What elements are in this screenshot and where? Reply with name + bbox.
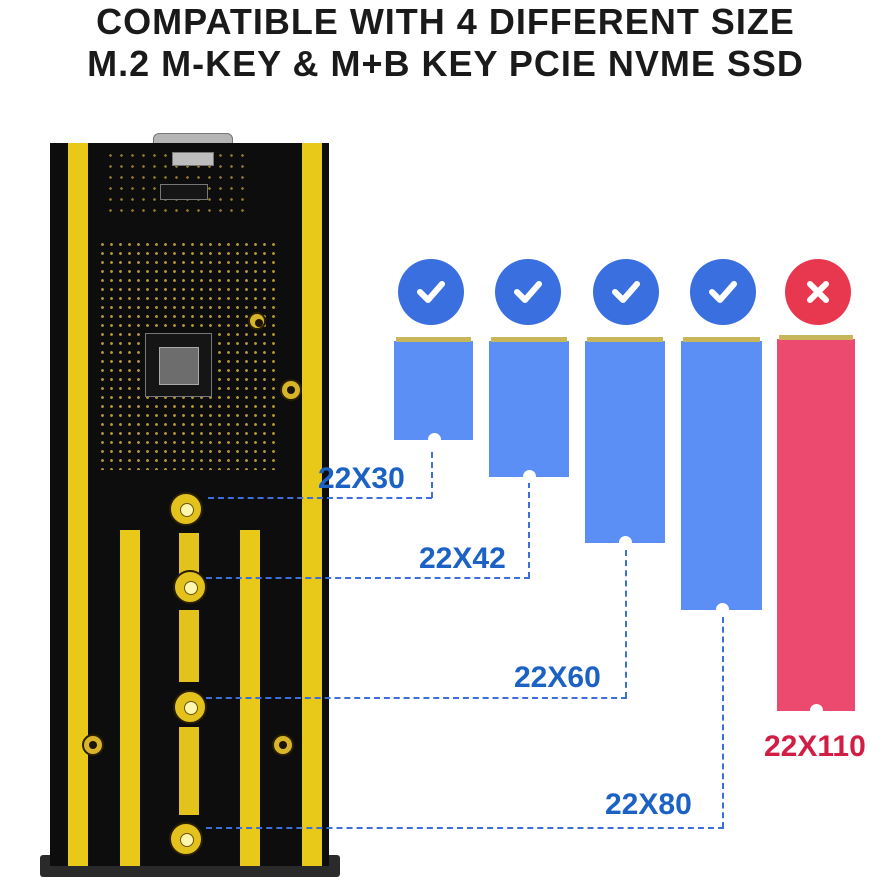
ssd-card-22x30 [394, 337, 473, 446]
card-notch [523, 470, 536, 483]
ssd-card-22x80 [681, 337, 762, 616]
headline-line-2: M.2 M-KEY & M+B KEY PCIE NVME SSD [87, 43, 804, 84]
check-icon [612, 281, 640, 303]
compatible-badge-22x80 [690, 259, 756, 325]
card-notch [810, 704, 823, 717]
standoff-22x30 [169, 492, 203, 526]
mount-hole-right-bottom [272, 734, 294, 756]
x-icon [807, 281, 829, 303]
compatible-badge-22x30 [398, 259, 464, 325]
card-gold-contacts [683, 337, 760, 342]
guide-vline-22x30 [431, 452, 433, 498]
check-icon [417, 281, 445, 303]
standoff-22x42 [173, 570, 207, 604]
guide-line-22x80 [206, 827, 724, 829]
guide-vline-22x60 [625, 550, 627, 698]
chip-die [159, 347, 199, 385]
guide-vline-22x42 [528, 482, 530, 578]
size-label-22x80: 22X80 [605, 788, 692, 821]
guide-line-22x60 [206, 697, 627, 699]
card-gold-contacts [491, 337, 567, 342]
rail-left [68, 143, 88, 866]
guide-vline-22x80 [722, 617, 724, 828]
card-notch [715, 603, 729, 616]
standoff-22x80 [169, 822, 203, 856]
slot-segment-2 [179, 610, 199, 682]
compatible-badge-22x60 [593, 259, 659, 325]
controller-chip [145, 333, 212, 397]
compatible-badge-22x42 [495, 259, 561, 325]
ssd-card-22x110 [777, 335, 855, 717]
size-label-22x42: 22X42 [419, 542, 506, 575]
card-notch [619, 536, 632, 549]
card-gold-contacts [396, 337, 471, 342]
guide-line-22x30 [208, 497, 432, 499]
ssd-card-22x42 [489, 337, 569, 483]
card-gold-contacts [779, 335, 853, 340]
mount-hole-left-bottom [82, 734, 104, 756]
rail-right [302, 143, 322, 866]
headline-line-1: COMPATIBLE WITH 4 DIFFERENT SIZE [96, 1, 795, 42]
contact-strip-left [120, 530, 140, 866]
standoff-22x60 [173, 690, 207, 724]
mount-hole-right-top [280, 379, 302, 401]
check-icon [514, 281, 542, 303]
incompatible-badge-22x110 [785, 259, 851, 325]
ssd-card-22x60 [585, 337, 665, 549]
slot-segment-1 [179, 533, 199, 577]
guide-line-22x42 [206, 577, 530, 579]
size-label-22x60: 22X60 [514, 661, 601, 694]
connector-chip [160, 184, 208, 200]
card-notch [427, 433, 441, 446]
size-label-22x110: 22X110 [764, 730, 866, 763]
usb-pads [172, 152, 214, 166]
slot-segment-3 [179, 727, 199, 815]
card-gold-contacts [587, 337, 663, 342]
check-icon [709, 281, 737, 303]
mount-hole-small [248, 312, 266, 330]
size-label-22x30: 22X30 [318, 462, 405, 495]
